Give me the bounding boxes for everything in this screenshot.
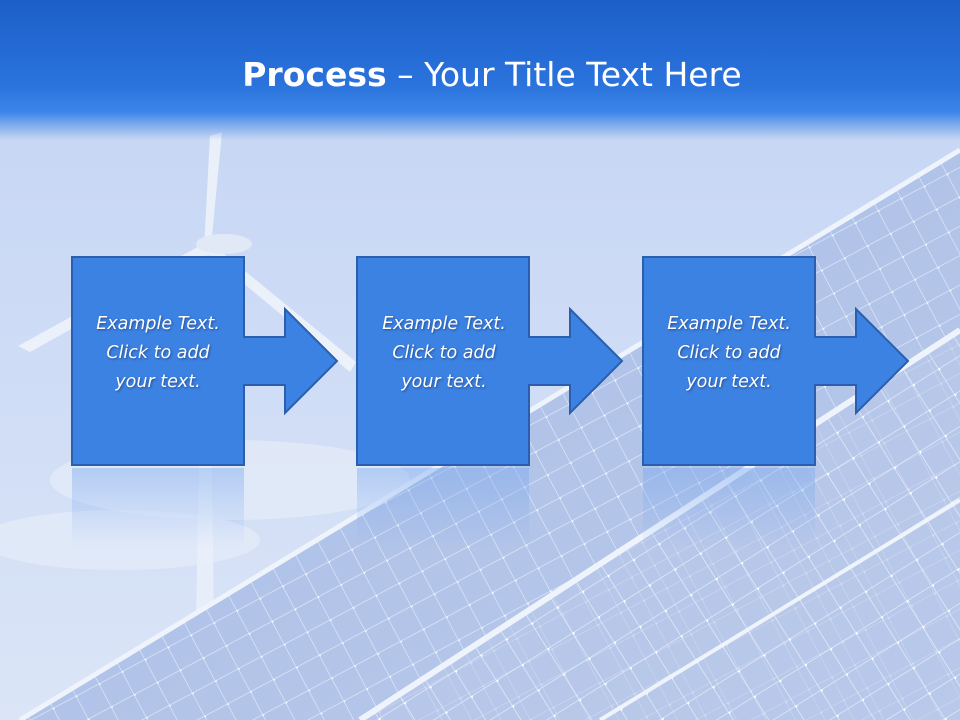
title-rest-text: – Your Title Text Here	[386, 55, 742, 94]
header-band	[0, 0, 960, 140]
process-step-3-shape[interactable]	[642, 256, 910, 466]
step-text-line: Example Text.	[96, 314, 220, 334]
step-text-line: your text.	[686, 372, 772, 392]
slide-title[interactable]: Process – Your Title Text Here	[0, 52, 960, 98]
process-step-3-text[interactable]: Example Text. Click to add your text.	[643, 310, 815, 397]
step-text-line: Click to add	[677, 343, 781, 363]
step-text-line: Click to add	[106, 343, 210, 363]
step-text-line: Example Text.	[667, 314, 791, 334]
step-text-line: your text.	[401, 372, 487, 392]
step-text-line: your text.	[115, 372, 201, 392]
title-bold-text: Process	[242, 55, 387, 94]
process-step-1-shape[interactable]	[71, 256, 339, 466]
process-step-1-text[interactable]: Example Text. Click to add your text.	[72, 310, 244, 397]
process-step-2-shape[interactable]	[356, 256, 624, 466]
step-text-line: Click to add	[392, 343, 496, 363]
step-text-line: Example Text.	[382, 314, 506, 334]
process-step-2-text[interactable]: Example Text. Click to add your text.	[358, 310, 530, 397]
